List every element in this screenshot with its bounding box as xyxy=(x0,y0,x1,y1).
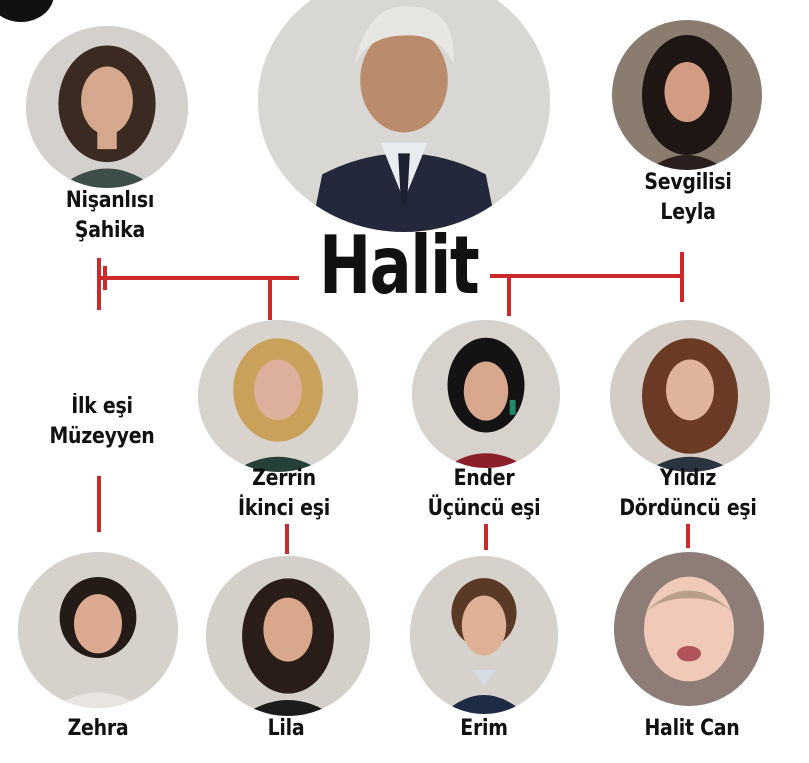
connector-left-horizontal xyxy=(99,276,299,280)
label-fiancee-line1: Nişanlısı xyxy=(65,188,155,213)
label-lover-line2: Leyla xyxy=(660,200,716,225)
label-child3: Erim xyxy=(460,716,508,741)
zehra-portrait xyxy=(18,552,178,708)
connector-wife3-child xyxy=(484,524,488,550)
label-lover: Sevgilisi Leyla xyxy=(619,168,757,228)
label-wife3-line2: Üçüncü eşi xyxy=(427,496,541,521)
label-wife3-line1: Ender xyxy=(453,466,515,491)
connector-fiancee-drop xyxy=(97,258,101,310)
erim-portrait xyxy=(410,556,558,714)
corner-badge xyxy=(0,0,54,22)
label-wife2-line2: İkinci eşi xyxy=(238,496,330,521)
connector-wife4-child xyxy=(686,524,690,548)
label-wife1-line2: Müzeyyen xyxy=(49,424,155,449)
sahika-portrait xyxy=(26,26,188,188)
connector-wife2-child xyxy=(285,524,289,554)
label-wife1: İlk eşi Müzeyyen xyxy=(33,392,171,452)
label-child2: Lila xyxy=(267,716,305,741)
connector-wife1-child xyxy=(97,476,101,532)
lila-portrait xyxy=(206,556,370,716)
connector-left-tick xyxy=(103,266,107,290)
yildiz-portrait xyxy=(610,320,770,472)
label-fiancee: Nişanlısı Şahika xyxy=(41,186,179,246)
label-lover-line1: Sevgilisi xyxy=(644,170,732,195)
label-child4: Halit Can xyxy=(644,716,740,741)
zerrin-portrait xyxy=(198,320,358,472)
label-wife2: Zerrin İkinci eşi xyxy=(215,464,353,524)
label-wife3: Ender Üçüncü eşi xyxy=(415,464,553,524)
ender-portrait xyxy=(412,320,560,468)
label-child1: Zehra xyxy=(67,716,129,741)
label-wife2-line1: Zerrin xyxy=(252,466,316,491)
connector-right-horizontal xyxy=(490,274,682,278)
label-wife1-line1: İlk eşi xyxy=(71,394,133,419)
leyla-portrait xyxy=(612,20,762,170)
label-wife4: Yıldız Dördüncü eşi xyxy=(619,464,757,524)
connector-wife2-drop xyxy=(268,276,272,320)
connector-lover-drop xyxy=(680,252,684,302)
label-wife4-line1: Yıldız xyxy=(659,466,717,491)
halit-portrait xyxy=(258,0,550,232)
connector-wife3-drop xyxy=(507,274,511,316)
label-fiancee-line2: Şahika xyxy=(74,218,146,243)
halit-can-portrait xyxy=(614,552,764,706)
label-wife4-line2: Dördüncü eşi xyxy=(619,496,757,521)
central-name-halit: Halit xyxy=(319,219,480,312)
